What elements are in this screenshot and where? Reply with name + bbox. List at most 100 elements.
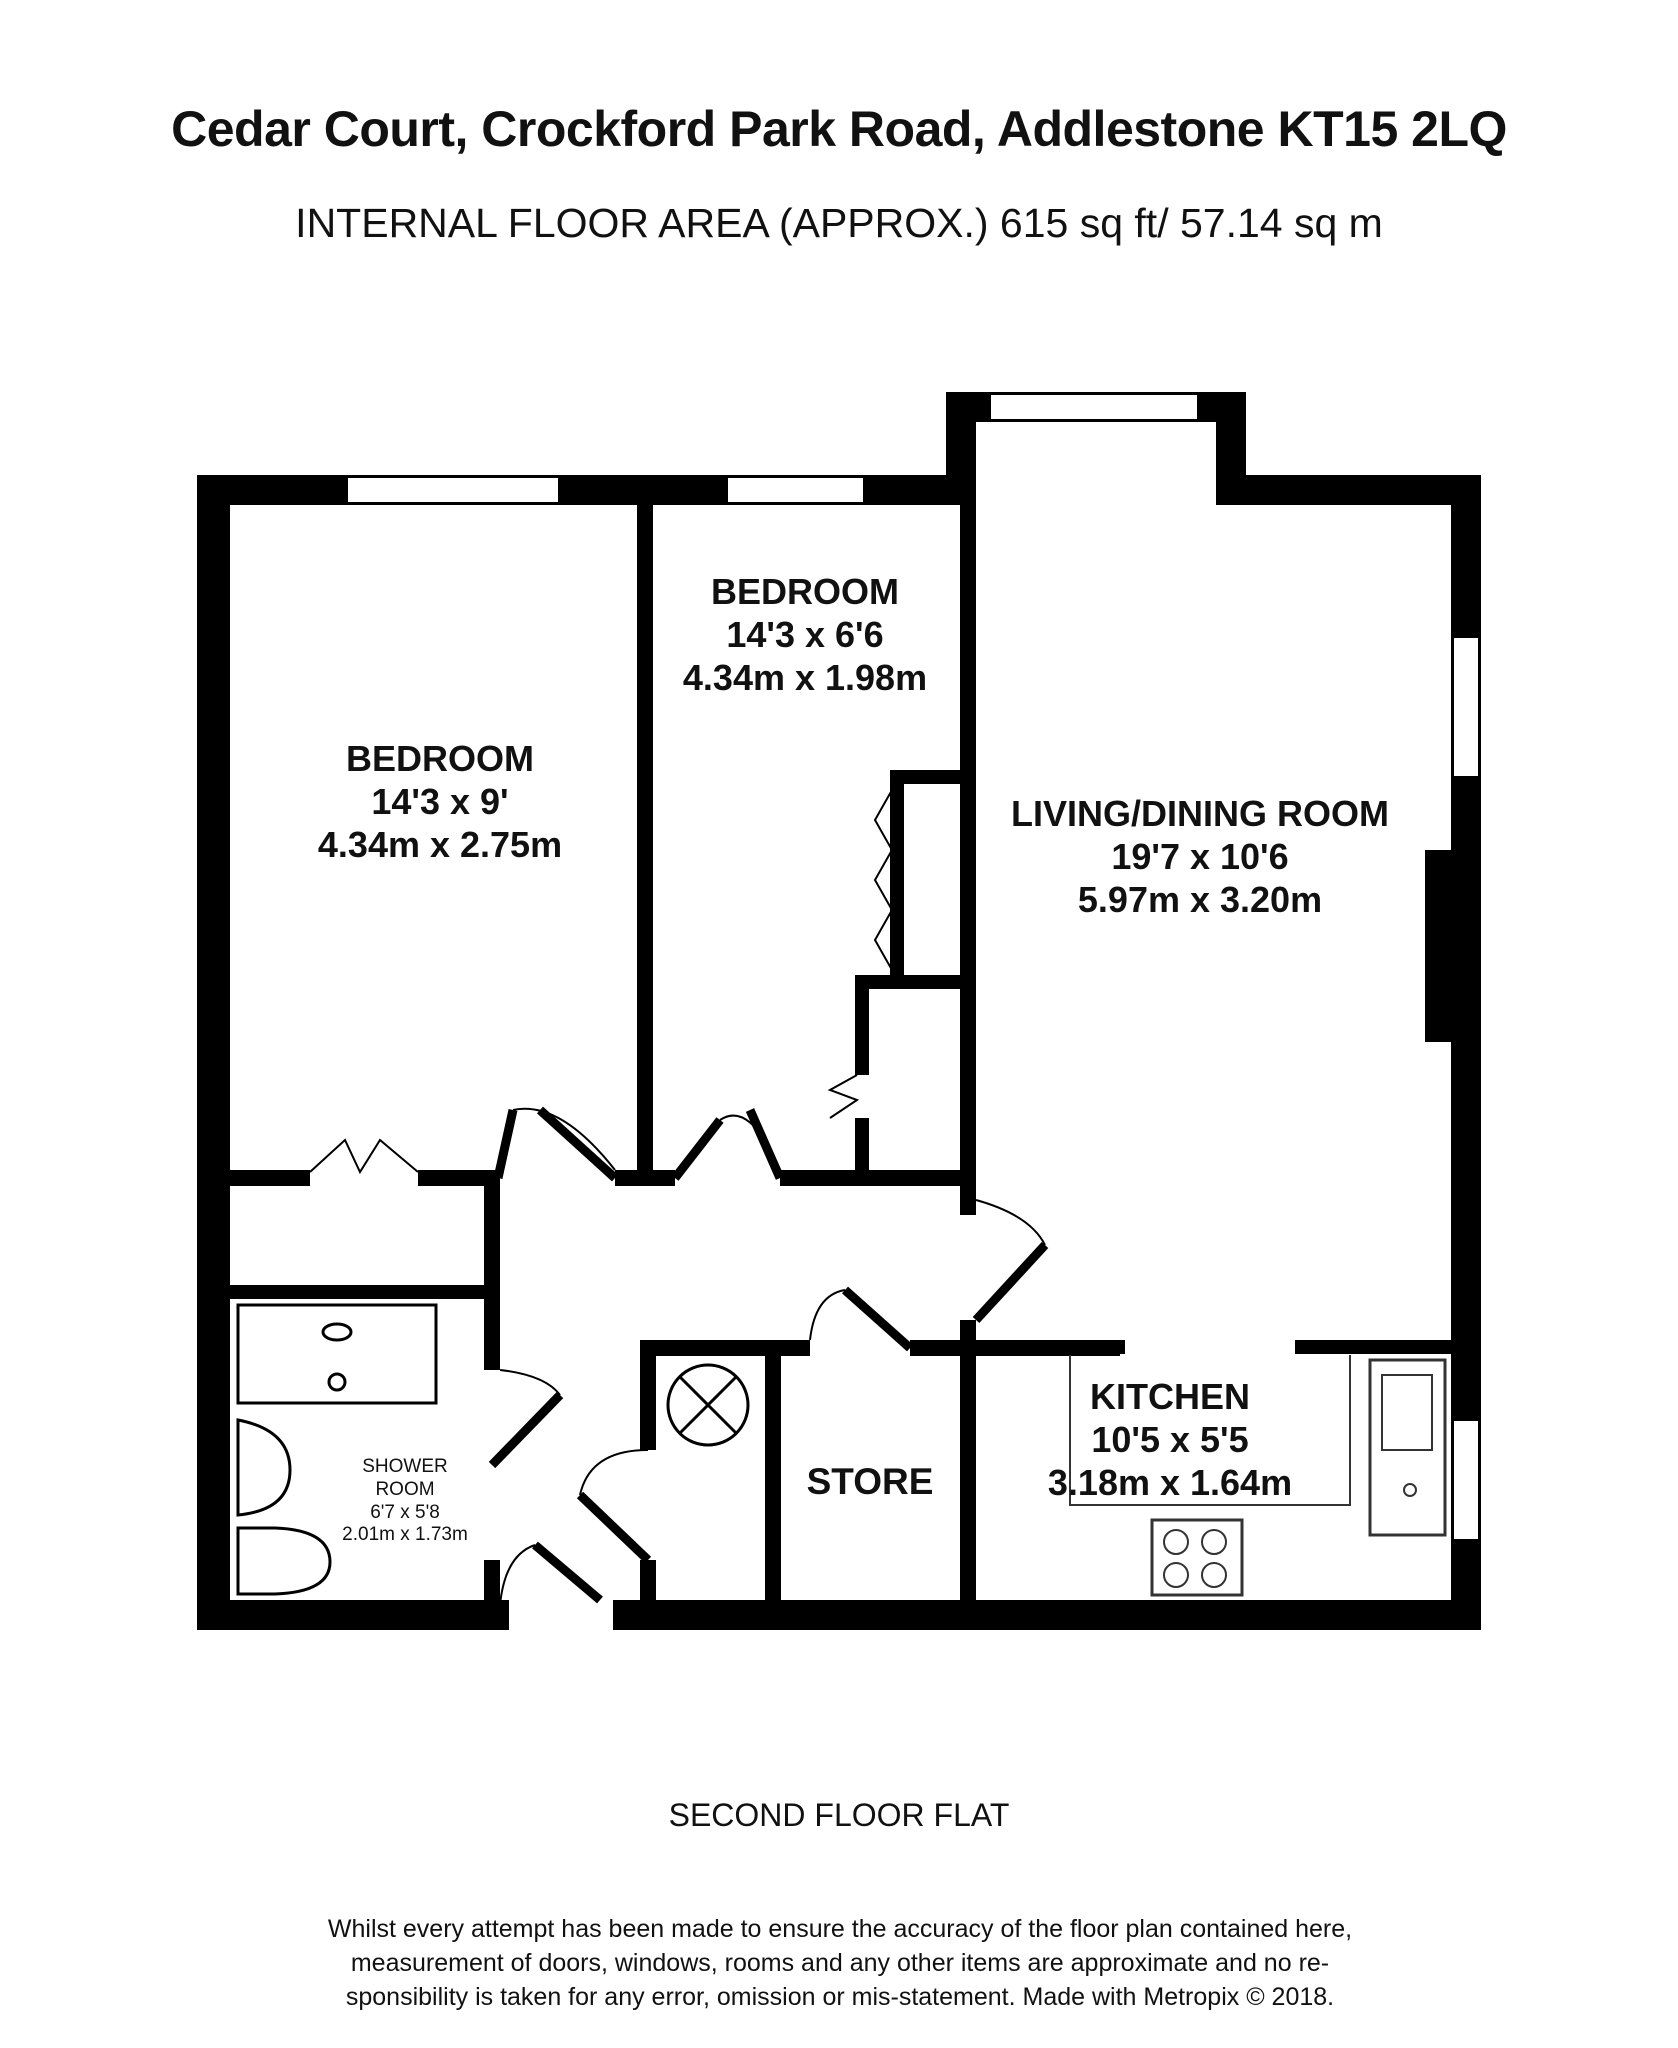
room-imperial: 19'7 x 10'6	[1111, 836, 1289, 878]
chimney-breast	[1425, 850, 1455, 1042]
wardrobe-bedroom1	[309, 1138, 419, 1175]
wall-shower-right-a	[484, 1170, 500, 1370]
sink-drain-icon	[1403, 1483, 1417, 1497]
room-metric: 2.01m x 1.73m	[342, 1524, 468, 1546]
room-metric: 5.97m x 3.20m	[1077, 879, 1323, 921]
disclaimer-line-3: sponsibility is taken for any error, omi…	[345, 1983, 1335, 2011]
wall-bedroom1-bottom-a	[230, 1170, 310, 1186]
wall-store-left	[765, 1340, 781, 1605]
door-entrance-leaf	[532, 1541, 603, 1604]
basin-icon	[321, 1322, 353, 1342]
door-bedroom2-leaf2	[745, 1108, 785, 1180]
hob-ring-1-icon	[1163, 1529, 1189, 1555]
disclaimer-line-2: measurement of doors, windows, rooms and…	[350, 1949, 1330, 1977]
floor-area: INTERNAL FLOOR AREA (APPROX.) 615 sq ft/…	[295, 200, 1383, 246]
label-store: STORE	[780, 1460, 960, 1504]
wall-hall-top-b	[780, 1170, 976, 1186]
wall-kitchen-top-b	[1295, 1340, 1455, 1354]
room-name: BEDROOM	[711, 571, 899, 612]
wall-cupboard-left-b	[640, 1560, 656, 1605]
wall-wardrobe-top	[890, 770, 976, 784]
window-bedroom2	[726, 476, 865, 504]
sink-drainer	[1381, 1374, 1433, 1451]
hob-ring-3-icon	[1163, 1562, 1189, 1588]
window-living-bay	[989, 393, 1199, 421]
wall-shower-right-b	[484, 1560, 500, 1605]
wall-shower-top	[230, 1285, 500, 1299]
swing-shower	[499, 1369, 561, 1396]
wall-bedroom1-bottom-b	[418, 1170, 498, 1186]
label-kitchen: KITCHEN 10'5 x 5'5 3.18m x 1.64m	[1015, 1375, 1325, 1505]
shower-fixtures	[236, 1303, 438, 1596]
room-imperial: 6'7 x 5'8	[370, 1501, 440, 1523]
disclaimer: Whilst every attempt has been made to en…	[190, 1912, 1490, 2014]
outer-wall-bottom-right	[613, 1600, 1481, 1630]
door-store-leaf	[842, 1286, 913, 1352]
window-bedroom1	[346, 476, 560, 504]
washbasin-icon	[236, 1418, 292, 1517]
swing-cupboard	[579, 1449, 649, 1496]
door-cupboard-leaf	[576, 1491, 652, 1564]
outer-wall-bottom-left	[197, 1600, 509, 1630]
wardrobe-doors	[309, 789, 894, 1175]
label-bedroom-1: BEDROOM 14'3 x 9' 4.34m x 2.75m	[280, 737, 600, 867]
shower-tray	[236, 1303, 438, 1405]
outer-wall-top-right	[1216, 475, 1481, 505]
room-imperial: 10'5 x 5'5	[1091, 1419, 1249, 1461]
room-metric: 4.34m x 1.98m	[682, 657, 928, 699]
boiler-icon	[666, 1363, 750, 1447]
swing-bedroom2	[719, 1114, 781, 1171]
swing-bedroom1	[512, 1107, 616, 1171]
door-bedroom2-leaf	[671, 1117, 724, 1181]
outer-wall-left	[197, 475, 230, 1630]
wall-bedroom-divider	[637, 505, 653, 1175]
room-metric: 3.18m x 1.64m	[1047, 1462, 1293, 1504]
room-name: STORE	[806, 1461, 934, 1502]
wall-wardrobe-side	[890, 770, 904, 975]
hob-ring-2-icon	[1201, 1529, 1227, 1555]
door-bedroom1-leaf2	[536, 1106, 619, 1182]
wall-store-right	[960, 1320, 976, 1605]
label-living-dining: LIVING/DINING ROOM 19'7 x 10'6 5.97m x 3…	[975, 792, 1425, 922]
sink-unit	[1368, 1358, 1447, 1537]
floor-label: SECOND FLOOR FLAT	[668, 1797, 1010, 1833]
room-name: BEDROOM	[346, 738, 534, 779]
wall-cupboard-left-a	[640, 1340, 656, 1450]
wall-wardrobe2-side	[855, 975, 869, 1075]
wall-wardrobe2-lower	[855, 1118, 869, 1178]
property-address: Cedar Court, Crockford Park Road, Addles…	[171, 101, 1507, 157]
hob-ring-4-icon	[1201, 1562, 1227, 1588]
room-name-line1: SHOWER	[362, 1456, 448, 1477]
room-imperial: 14'3 x 6'6	[726, 614, 884, 656]
window-living-side	[1452, 636, 1480, 778]
shower-drain-icon	[327, 1372, 347, 1392]
doors	[488, 1106, 1049, 1604]
wall-wardrobe-mid	[855, 975, 976, 989]
wardrobe-bedroom2-upper	[873, 789, 894, 971]
kitchen-fixtures	[1069, 1355, 1447, 1597]
label-shower-room: SHOWER ROOM 6'7 x 5'8 2.01m x 1.73m	[325, 1456, 485, 1547]
swing-store	[809, 1289, 846, 1341]
wall-cupboard-top-a	[640, 1340, 810, 1356]
room-name: KITCHEN	[1090, 1376, 1250, 1417]
room-name: LIVING/DINING ROOM	[1011, 793, 1389, 834]
windows	[346, 393, 1480, 1541]
door-living-leaf	[972, 1241, 1049, 1324]
room-metric: 4.34m x 2.75m	[317, 824, 563, 866]
swing-entrance	[499, 1544, 536, 1606]
worktop-outline	[1069, 1355, 1351, 1506]
door-bedroom1-leaf	[493, 1109, 518, 1179]
door-swings	[499, 1107, 1046, 1606]
label-bedroom-2: BEDROOM 14'3 x 6'6 4.34m x 1.98m	[655, 570, 955, 700]
wall-bedroom2-living	[960, 505, 976, 1215]
room-imperial: 14'3 x 9'	[371, 781, 509, 823]
wardrobe-bedroom2-lower	[827, 1074, 860, 1119]
wall-hall-top-a	[615, 1170, 675, 1186]
disclaimer-line-1: Whilst every attempt has been made to en…	[327, 1915, 1353, 1943]
toilet-icon	[236, 1526, 332, 1596]
room-name-line2: ROOM	[375, 1478, 435, 1500]
swing-living	[975, 1199, 1046, 1246]
wall-kitchen-top-a	[960, 1340, 1125, 1354]
window-kitchen	[1452, 1419, 1480, 1541]
